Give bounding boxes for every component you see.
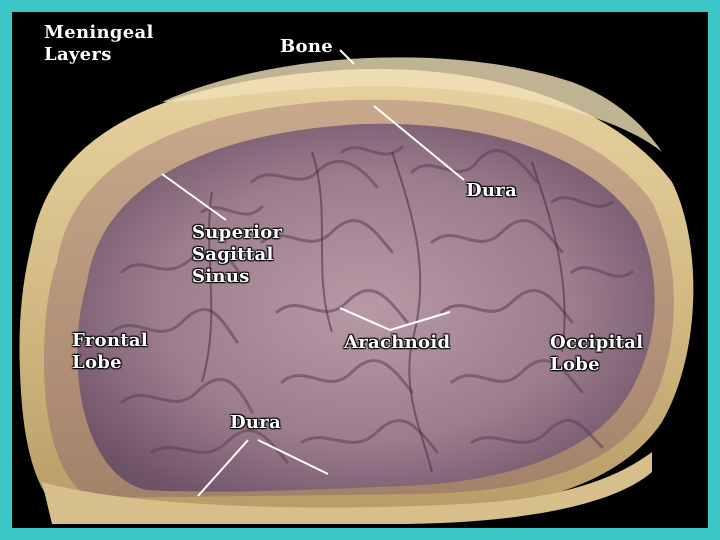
- label-frontal-lobe: Frontal Lobe: [72, 330, 148, 373]
- label-bone: Bone: [280, 36, 333, 57]
- pointer-line-dura-bottom-right: [257, 439, 329, 475]
- pointer-line-dura-bottom-left: [197, 439, 249, 497]
- skull-bone-highlight: [162, 57, 662, 152]
- pointer-lines: [161, 49, 465, 497]
- brain-specimen-photo: [19, 49, 694, 524]
- lower-bone-lip: [42, 452, 652, 524]
- label-arachnoid: Arachnoid: [344, 332, 451, 353]
- image-frame: Meningeal Layers Bone Dura Superior Sagi…: [12, 12, 708, 528]
- label-dura-bottom: Dura: [230, 412, 282, 433]
- brain-vessels: [201, 151, 566, 473]
- pointer-line-dura-top: [373, 105, 465, 181]
- pointer-line-superior-sagittal-sinus: [161, 173, 227, 221]
- label-dura-top: Dura: [466, 180, 518, 201]
- pointer-line-arachnoid-left: [339, 307, 391, 331]
- slide-title: Meningeal Layers: [44, 22, 154, 65]
- label-occipital-lobe: Occipital Lobe: [550, 332, 644, 375]
- label-superior-sagittal-sinus: Superior Sagittal Sinus: [192, 222, 283, 287]
- brain-surface: [77, 123, 655, 492]
- pointer-line-bone: [339, 49, 355, 65]
- pointer-line-arachnoid-right: [389, 311, 451, 331]
